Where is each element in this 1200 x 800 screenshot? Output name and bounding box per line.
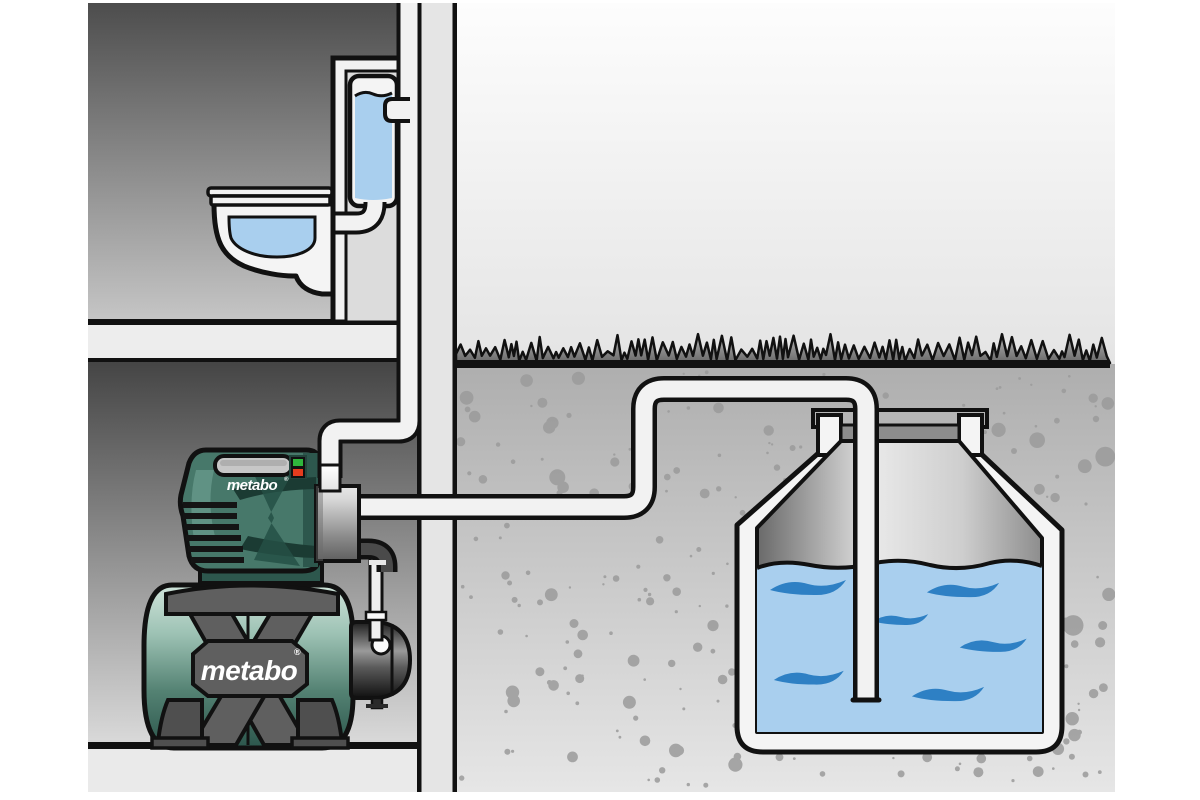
delivery-pipe — [317, 3, 422, 478]
tank-water-surface — [756, 558, 1043, 570]
vessel-logo-plate — [191, 639, 309, 698]
pump-vent-grille — [183, 502, 244, 563]
wall-body — [421, 3, 453, 792]
floor-slab-bottom-edge — [88, 358, 400, 364]
flush-pipe — [318, 191, 387, 235]
vessel-logo: metabo — [201, 655, 298, 686]
pump-housing — [314, 484, 361, 563]
vessel-foot-pad-left — [150, 736, 210, 750]
pump-unit: metabo ® — [141, 447, 413, 751]
vessel-logo-reg-mark: ® — [294, 647, 301, 657]
pump-head-logo-reg-mark: ® — [284, 476, 289, 483]
sky — [456, 3, 1115, 364]
pump-head-logo: metabo — [227, 477, 278, 494]
gauge-pipe-ring — [364, 610, 388, 622]
house-wall — [417, 3, 457, 792]
pump-housing-flange — [316, 486, 323, 561]
foundation — [88, 749, 417, 792]
suction-pipe — [350, 376, 882, 703]
cistern-supply-stub — [383, 97, 410, 123]
tank-water — [757, 560, 1042, 732]
pump-outlet-elbow — [350, 538, 398, 578]
vessel-foot-left — [155, 698, 204, 744]
vessel-end-cap — [349, 620, 413, 700]
pump-head-x-panel — [252, 462, 300, 566]
grass — [454, 332, 1112, 365]
vessel-foot-right — [296, 698, 345, 744]
flush-cistern-water-surface — [354, 90, 393, 98]
indicator-led-red — [291, 467, 305, 478]
toilet-seat — [209, 194, 332, 207]
ground-line — [456, 360, 1110, 368]
pump-outlet-nipple — [318, 463, 342, 493]
drain-bar — [366, 704, 388, 708]
floor-slab — [88, 322, 400, 362]
vessel-foot-pad-right — [290, 736, 350, 750]
cistern-tank — [734, 408, 1065, 755]
floor-slab-top-edge — [88, 319, 400, 325]
flush-cistern-water — [355, 92, 392, 200]
pump-handle-shadow — [220, 460, 287, 466]
wall-outer-edge — [452, 3, 457, 792]
toilet-bowl-water — [227, 215, 317, 259]
indicator-led-green — [291, 457, 305, 468]
vessel-saddle — [164, 583, 340, 616]
